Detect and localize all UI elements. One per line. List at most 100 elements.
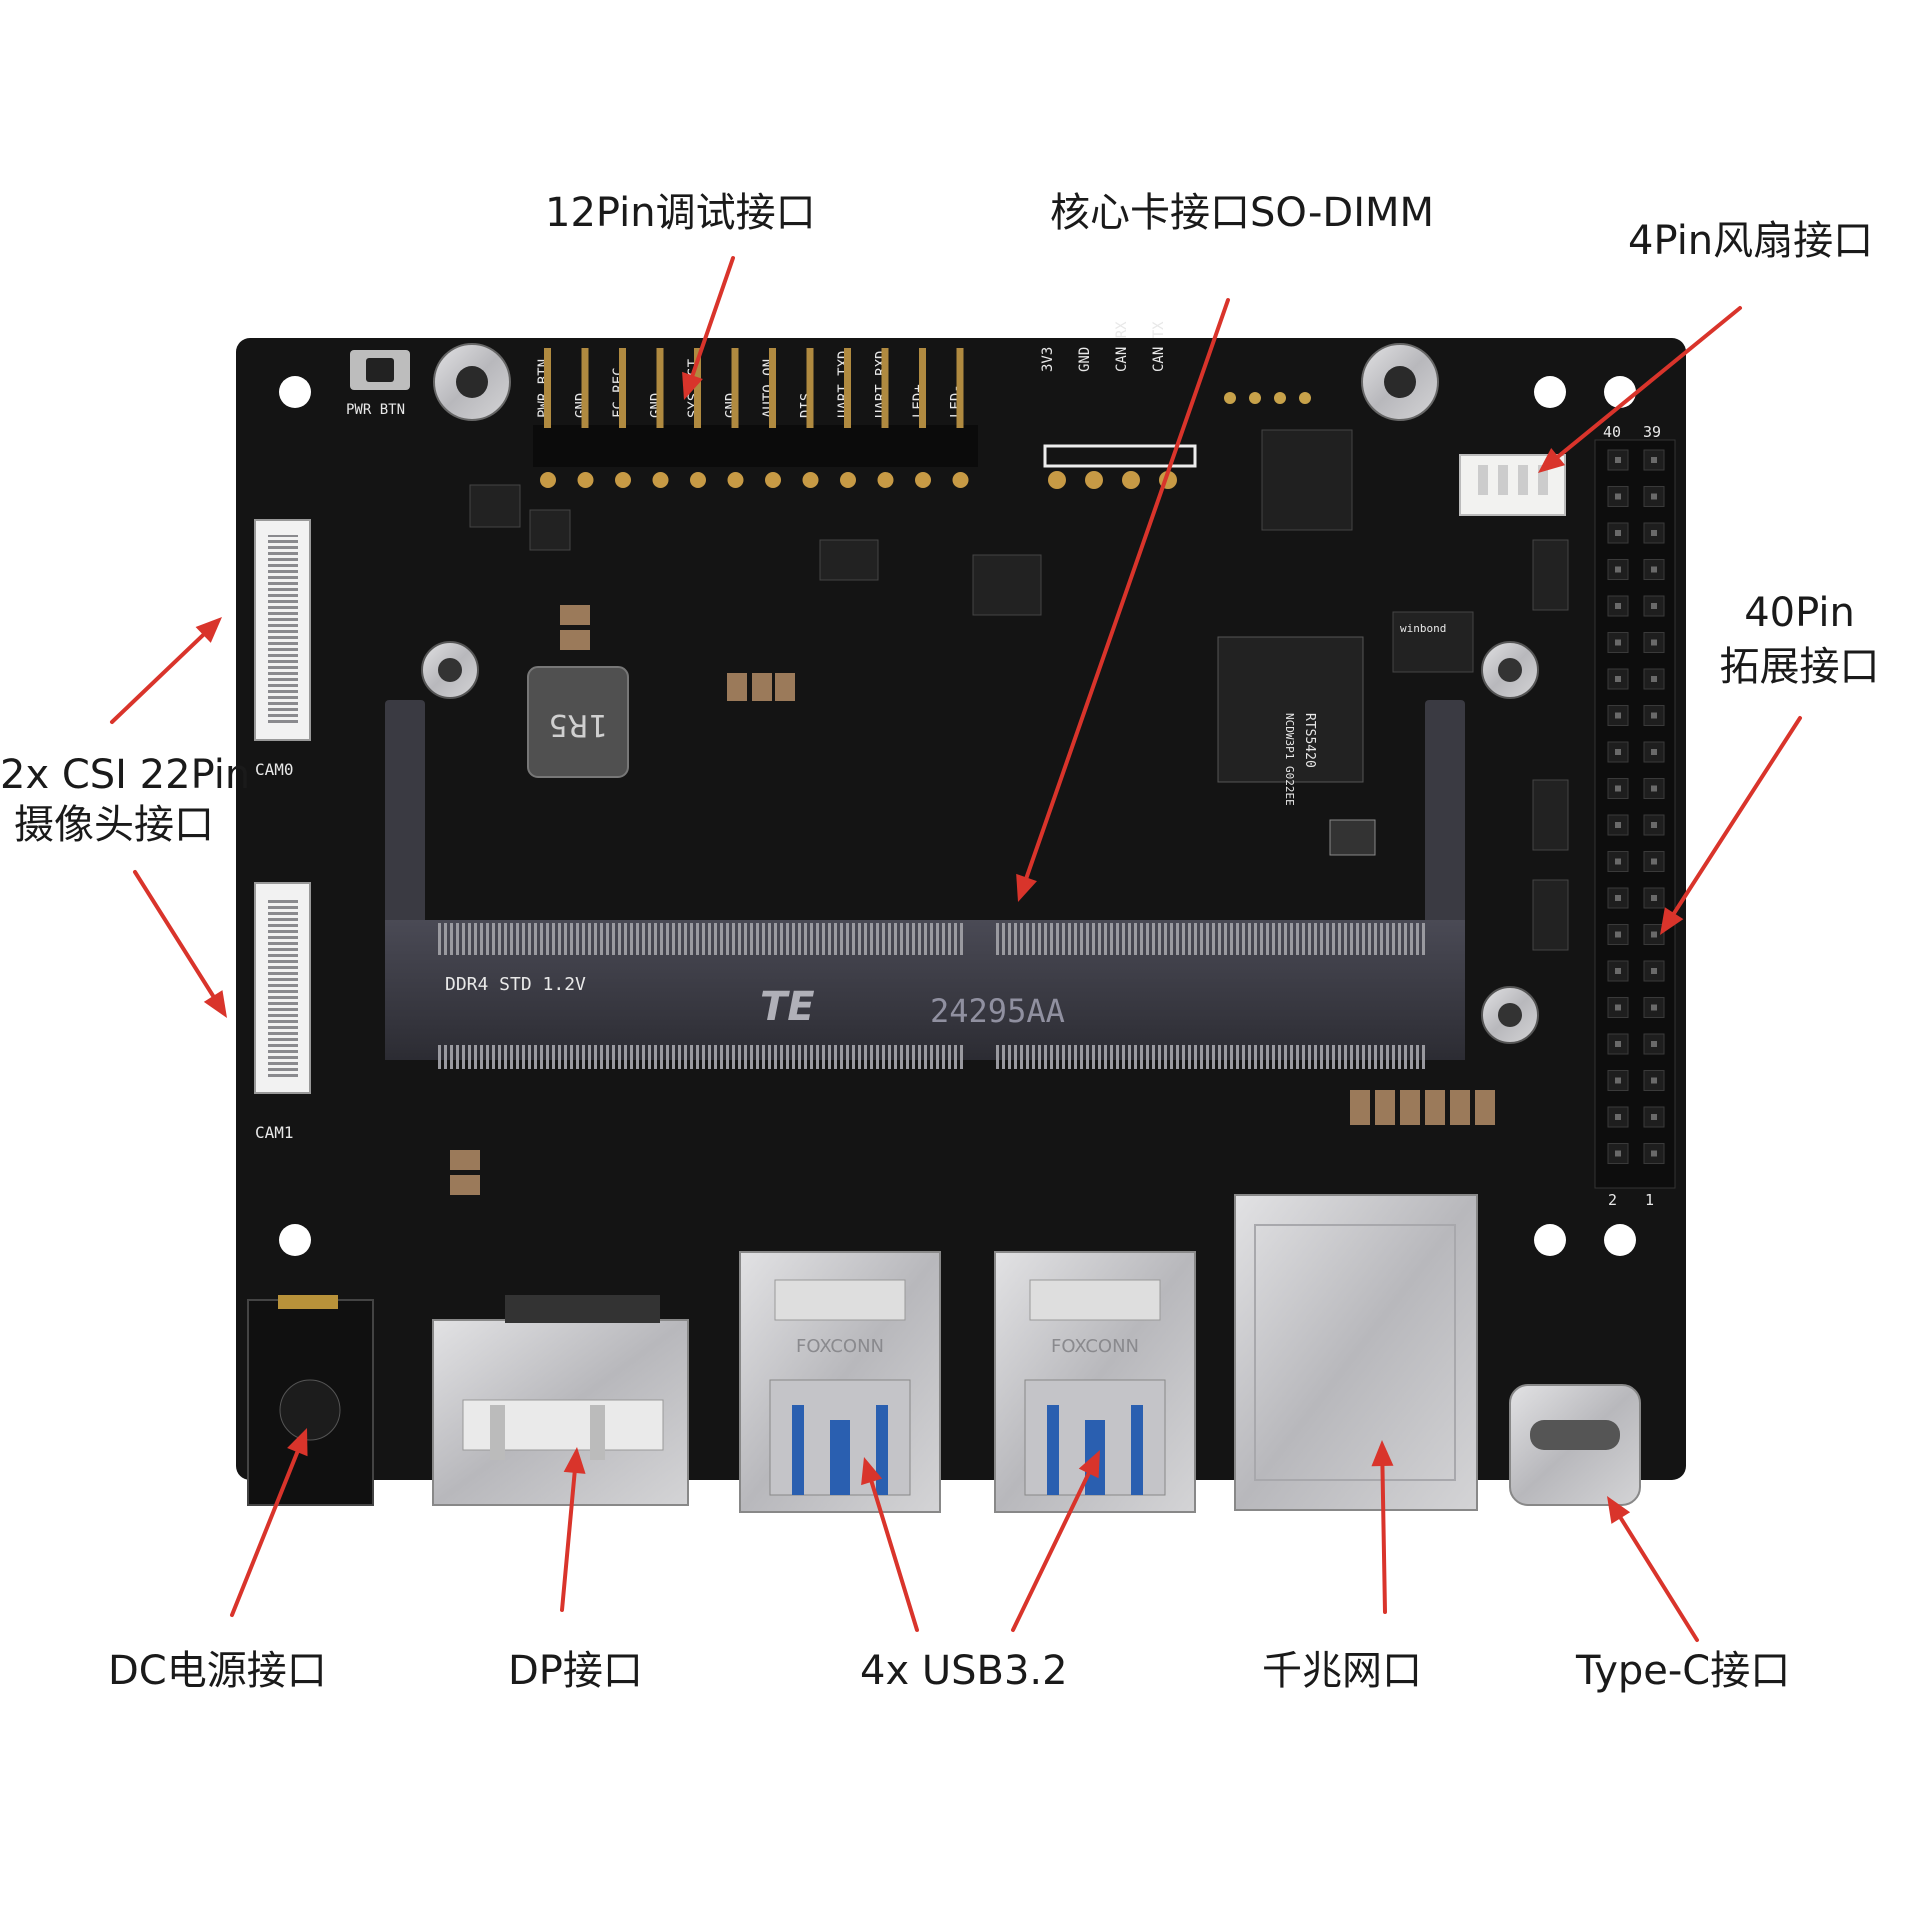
callout-ethernet: 千兆网口 [1262, 1648, 1422, 1694]
svg-text:24295AA: 24295AA [930, 992, 1065, 1030]
debug-pin [881, 348, 889, 428]
gpio-pin-tip [1651, 1041, 1657, 1047]
callout-arrow [1011, 1450, 1100, 1632]
gpio-pin-tip [1651, 493, 1657, 500]
gpio-pin-tip [1615, 566, 1621, 573]
gpio-pin-tip [1651, 530, 1657, 536]
debug-pin-pad [840, 472, 856, 488]
callout-csi-line1: 2x CSI 22Pin [0, 752, 251, 798]
gpio-pin-tip [1651, 931, 1657, 938]
callout-arrow [230, 1428, 308, 1617]
gpio-pin-tip [1651, 676, 1657, 682]
standoffs [421, 343, 1539, 1044]
gpio-pin-tip [1615, 822, 1621, 828]
callout-arrow [560, 1447, 586, 1612]
can-pin-label: CAN RX [1114, 321, 1130, 372]
callout-dp: DP接口 [508, 1648, 643, 1694]
debug-pin-pad [540, 472, 556, 488]
gpio-pin-tip [1651, 603, 1657, 609]
gpio-header-40pin: 40 39 2 1 [1594, 423, 1676, 1209]
gpio-pin-tip [1615, 457, 1621, 463]
callout-debug-header: 12Pin调试接口 [545, 190, 816, 236]
callout-arrow [133, 870, 227, 1018]
chips: RTS5420 NCDW3P1 G022EE winbond [469, 429, 1569, 951]
can-pin-label: CAN TX [1151, 321, 1167, 372]
debug-pin [731, 348, 739, 428]
ethernet-connector [1234, 1194, 1478, 1511]
gpio-pin-tip [1615, 676, 1621, 682]
debug-pin [619, 348, 626, 428]
gpio-pin-tip [1615, 931, 1621, 938]
gpio-pin-tip [1651, 858, 1657, 865]
gpio-pin-tip [1615, 1114, 1621, 1120]
debug-pin-pad [727, 472, 744, 488]
svg-text:RTS5420: RTS5420 [1302, 713, 1317, 768]
test-pads [1224, 392, 1311, 404]
gpio-pin-tip [1651, 968, 1657, 974]
debug-pin-pad [952, 472, 969, 488]
gpio-pin-tip [1615, 1041, 1621, 1047]
gpio-pin-tip [1615, 858, 1621, 865]
gpio-pin-tip [1615, 785, 1621, 792]
svg-text:CAM1: CAM1 [255, 1123, 294, 1142]
gpio-pin-tip [1615, 493, 1621, 500]
svg-text:winbond: winbond [1400, 622, 1446, 635]
debug-header-12pin: PWR BTNGNDFC RECGNDSYS RSTGNDAUTO ONDISU… [533, 348, 978, 488]
gpio-pin-tip [1615, 968, 1621, 974]
callout-arrow [1660, 716, 1802, 935]
gpio-pin-tip [1615, 530, 1621, 536]
callout-arrows [110, 256, 1802, 1642]
gpio-pin-tip [1651, 749, 1657, 755]
gpio-pin-tip [1651, 1150, 1657, 1157]
gpio-pin-tip [1615, 1150, 1621, 1157]
debug-pin-pad [877, 472, 894, 488]
svg-text:DDR4 STD 1.2V: DDR4 STD 1.2V [445, 974, 586, 995]
svg-text:1R5: 1R5 [548, 707, 607, 742]
callout-fan: 4Pin风扇接口 [1628, 218, 1874, 264]
gpio-pin-tip [1651, 895, 1657, 901]
sodimm-socket: DDR4 STD 1.2V TE 24295AA [385, 700, 1465, 1069]
can-pin-pad [1085, 471, 1103, 489]
callout-arrow [1371, 1440, 1394, 1614]
callout-dc: DC电源接口 [108, 1648, 327, 1694]
callout-csi: 2x CSI 22Pin 摄像头接口 [0, 752, 251, 848]
gpio-pin-tip [1615, 1077, 1621, 1084]
callout-typec: Type-C接口 [1576, 1648, 1791, 1694]
capacitors [450, 605, 1495, 1195]
callout-gpio-line1: 40Pin [1744, 590, 1855, 636]
callout-arrow [1538, 306, 1742, 473]
gpio-pin-tip [1651, 712, 1657, 719]
svg-text:40: 40 [1603, 423, 1621, 441]
svg-text:39: 39 [1643, 423, 1661, 441]
typec-connector [1509, 1384, 1641, 1506]
debug-pins [540, 348, 969, 488]
callout-csi-line2: 摄像头接口 [14, 802, 214, 848]
debug-pin [806, 348, 814, 428]
svg-text:PWR BTN: PWR BTN [346, 402, 405, 418]
csi-connector-cam1: CAM1 [254, 882, 311, 1142]
debug-pin [694, 348, 701, 428]
debug-pin-pad [577, 472, 594, 488]
debug-pin-pad [802, 472, 819, 488]
dc-power-jack [247, 1295, 374, 1506]
debug-pin [544, 348, 551, 428]
gpio-pin-tip [1651, 822, 1657, 828]
callout-arrow [861, 1457, 919, 1632]
svg-text:1: 1 [1645, 1191, 1654, 1209]
debug-pin [956, 348, 964, 428]
callout-gpio: 40Pin 拓展接口 [1712, 590, 1887, 690]
gpio-pin-tip [1651, 639, 1657, 646]
svg-text:CAM0: CAM0 [255, 760, 294, 779]
debug-pin-pad [615, 472, 631, 488]
gpio-pin-tip [1615, 712, 1621, 719]
can-pin-pad [1122, 471, 1140, 489]
gpio-pin-tip [1615, 603, 1621, 609]
callout-arrow [682, 256, 735, 400]
callout-usb: 4x USB3.2 [860, 1648, 1068, 1694]
inductor: 1R5 [527, 666, 629, 778]
mounting-holes [279, 376, 1636, 1256]
